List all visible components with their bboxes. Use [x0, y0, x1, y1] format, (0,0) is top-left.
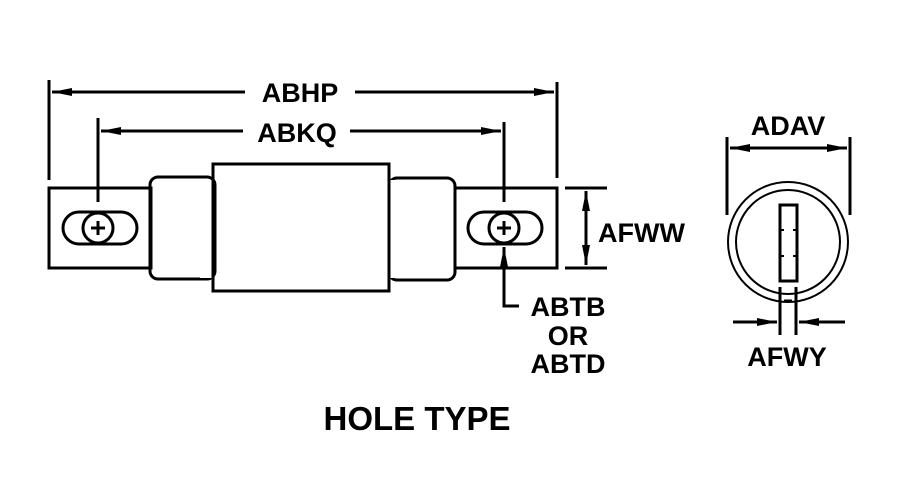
abtd-label: ABTD: [531, 349, 606, 379]
left-end-cap: [148, 175, 217, 281]
abtb-label: ABTB: [531, 292, 606, 322]
terminal-blade-end: [778, 203, 799, 283]
fuse-end-view: ADAV AFWY: [725, 111, 852, 372]
afwy-label: AFWY: [747, 342, 826, 372]
outer-circle: [727, 181, 849, 303]
fuse-side-view: [47, 162, 559, 293]
abkq-label: ABKQ: [257, 118, 337, 148]
or-label: OR: [548, 321, 589, 351]
hole-circle: [487, 211, 521, 245]
hole-size-callout: ABTB OR ABTD: [500, 247, 606, 379]
abhp-dimension: ABHP: [47, 78, 559, 180]
hole-circle: [81, 211, 115, 245]
afww-label: AFWW: [598, 218, 685, 248]
fuse-body: [211, 162, 391, 293]
drawing-caption: HOLE TYPE: [323, 400, 510, 437]
adav-label: ADAV: [751, 111, 826, 141]
right-mounting-hole: [466, 210, 544, 246]
afww-dimension: AFWW: [565, 186, 685, 270]
abkq-dimension: ABKQ: [96, 118, 506, 202]
right-terminal-blade: [453, 186, 559, 270]
abhp-label: ABHP: [262, 78, 339, 108]
inner-circle: [735, 189, 841, 295]
left-mounting-hole: [61, 210, 139, 246]
leader-line: [502, 264, 519, 308]
